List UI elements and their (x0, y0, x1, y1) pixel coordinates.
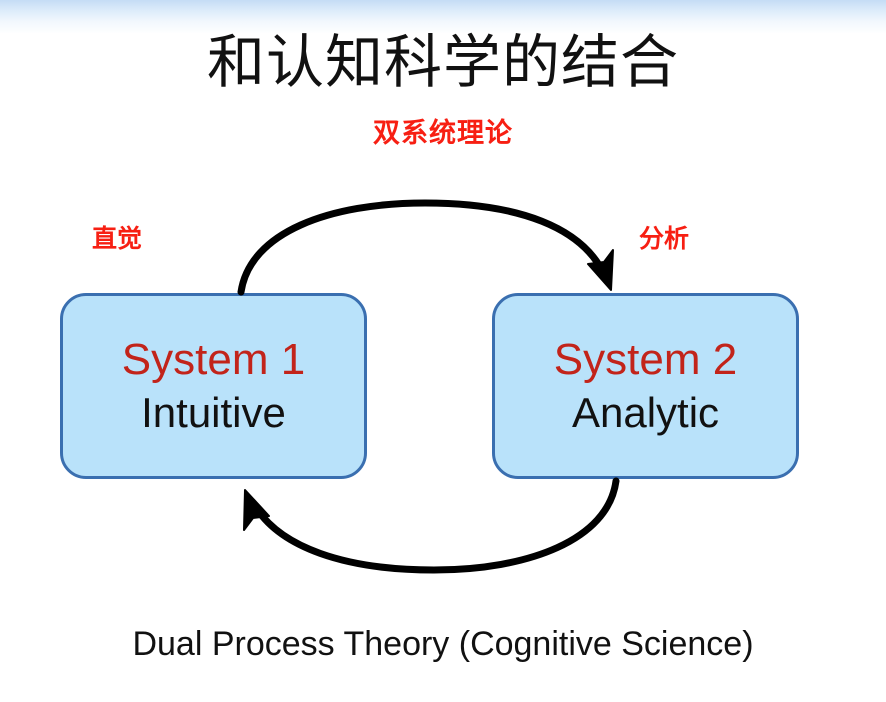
page-subtitle: 双系统理论 (373, 118, 513, 148)
system-2-subheading: Analytic (571, 389, 720, 436)
label-analysis: 分析 (639, 225, 690, 253)
arrow-system1-to-system2-icon (237, 199, 614, 296)
system-1-subheading: Intuitive (141, 389, 286, 436)
system-2-box[interactable]: System 2 Analytic (492, 293, 799, 479)
system-1-box[interactable]: System 1 Intuitive (60, 293, 367, 479)
label-intuition: 直觉 (92, 225, 143, 253)
diagram-caption: Dual Process Theory (Cognitive Science) (132, 625, 754, 663)
page-title: 和认知科学的结合 (206, 30, 679, 95)
system-2-heading: System 2 (553, 335, 738, 384)
arrow-system2-to-system1-icon (243, 477, 620, 574)
system-1-heading: System 1 (121, 335, 306, 384)
